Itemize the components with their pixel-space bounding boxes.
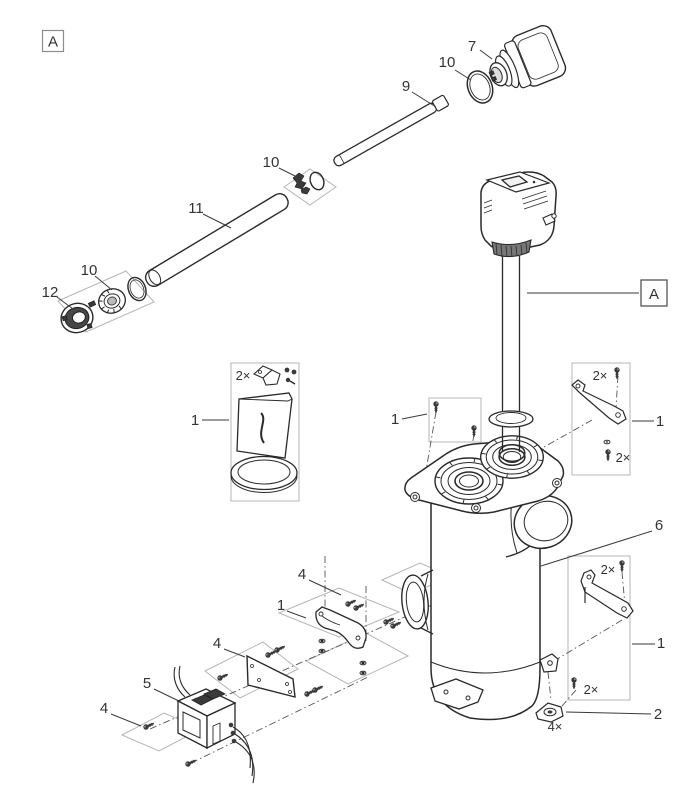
rocker-switch-icon xyxy=(203,688,226,700)
kit-box-right-bottom xyxy=(567,555,631,701)
canister-bottom-seam xyxy=(430,661,541,674)
qty-label-2x-bottomkit-bottom: 2× xyxy=(584,682,599,697)
glass-tube-icon xyxy=(333,94,449,167)
leader-lines xyxy=(56,49,655,727)
part-label-4c: 4 xyxy=(100,700,108,717)
seal-ring-icon xyxy=(230,455,298,493)
qty-label-2x-rightkit-bottom: 2× xyxy=(616,450,631,465)
panel-plate xyxy=(204,641,299,699)
ballast-cluster xyxy=(173,606,367,784)
part-label-9: 9 xyxy=(402,78,410,95)
screw-head-icon xyxy=(285,377,291,383)
o-ring-icon xyxy=(127,276,147,302)
panel-bracket xyxy=(277,587,401,638)
view-labels: A A xyxy=(41,29,668,307)
nut-icon xyxy=(291,369,297,375)
retainer-screw-icon xyxy=(87,300,97,308)
canister xyxy=(401,435,573,721)
part-label-1-bottom: 1 xyxy=(657,635,665,652)
display-screen xyxy=(500,175,529,188)
foot-plate xyxy=(430,678,484,710)
o-ring-icon xyxy=(466,70,494,104)
part-label-7: 7 xyxy=(468,38,476,55)
kit-box-left xyxy=(230,362,300,502)
cables xyxy=(173,665,255,784)
part-labels: 7 10 9 10 11 10 12 1 1 1 6 1 2 4 1 4 5 4 xyxy=(42,38,666,723)
rail-bracket-icon xyxy=(571,379,627,425)
part-label-10c: 10 xyxy=(81,262,98,279)
view-a-box-corner xyxy=(41,29,65,53)
part-label-10b: 10 xyxy=(263,154,280,171)
part-label-1-bracket: 1 xyxy=(277,597,285,614)
label-panel xyxy=(182,711,201,739)
mount-tab xyxy=(539,653,559,673)
tube-flange-ring xyxy=(488,410,534,428)
part-label-12: 12 xyxy=(42,284,59,301)
head-ribs xyxy=(483,190,549,214)
part-label-1-right: 1 xyxy=(656,413,664,430)
part-label-2: 2 xyxy=(654,706,662,723)
part-label-4a: 4 xyxy=(298,566,306,583)
nut-icon xyxy=(284,367,290,373)
port-inner-rim xyxy=(498,443,526,463)
lamp-holder-icon xyxy=(488,24,567,89)
quartz-tube-icon xyxy=(144,193,289,288)
part-label-5: 5 xyxy=(143,675,151,692)
kit-box-right-top xyxy=(571,362,631,476)
part-label-4b: 4 xyxy=(213,635,221,652)
part-label-10a: 10 xyxy=(439,54,456,71)
end-cap-icon xyxy=(60,302,94,334)
kit-contents xyxy=(230,365,634,723)
flange-ears xyxy=(410,478,562,513)
quantity-labels: 2× 2× 2× 2× 2× 4× xyxy=(236,368,631,734)
right-port xyxy=(505,477,573,558)
qty-label-2x-leftkit: 2× xyxy=(236,368,251,383)
part-label-1-mid: 1 xyxy=(391,411,399,428)
clamp-bracket-icon xyxy=(252,365,297,386)
qty-label-4x-clamp: 4× xyxy=(548,719,563,734)
qty-label-2x-rightkit-top: 2× xyxy=(593,368,608,383)
part-label-11: 11 xyxy=(188,200,204,217)
connector-stub xyxy=(542,213,557,226)
view-a-label-pointer: A xyxy=(649,286,659,303)
main-unit xyxy=(480,171,557,463)
mount-plate-icon xyxy=(246,654,296,698)
ballast-box-icon xyxy=(173,665,255,784)
left-port xyxy=(401,569,434,635)
control-head xyxy=(480,171,557,258)
view-a-label-corner: A xyxy=(48,34,58,51)
bayonet-port-right xyxy=(480,435,544,479)
lubricant-sachet-icon xyxy=(236,392,293,459)
part-label-1-left: 1 xyxy=(191,412,199,429)
kit-box-mid-screws xyxy=(428,397,482,443)
view-a-box-pointer xyxy=(640,279,668,307)
lamp-assembly xyxy=(60,24,567,334)
foot-clamp-icon xyxy=(535,702,564,723)
u-bracket-icon xyxy=(315,606,367,649)
knurled-collar xyxy=(491,239,532,258)
qty-label-2x-bottomkit-top: 2× xyxy=(601,562,616,577)
part-label-6: 6 xyxy=(655,517,663,534)
l-bracket-icon xyxy=(580,569,634,619)
bayonet-cap-icon xyxy=(98,288,126,314)
coupler-clip-icon xyxy=(292,171,325,195)
